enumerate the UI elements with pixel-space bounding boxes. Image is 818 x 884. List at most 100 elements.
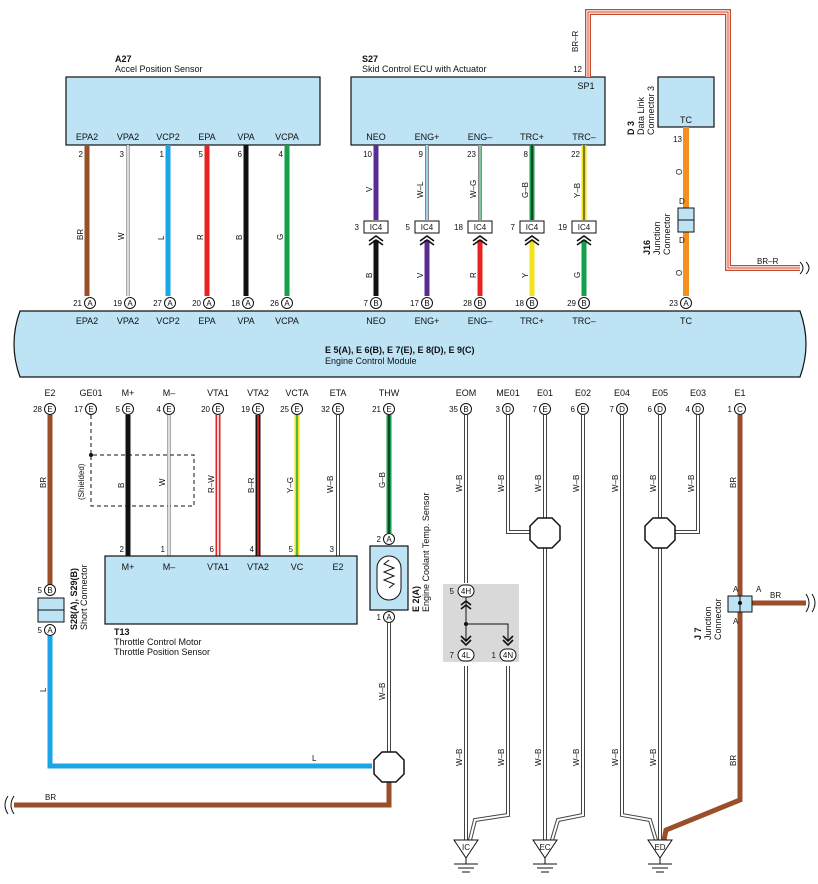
svg-text:W–B: W–B: [611, 475, 620, 492]
svg-text:7: 7: [511, 223, 516, 232]
svg-text:A: A: [245, 299, 251, 308]
svg-text:29: 29: [567, 299, 576, 308]
svg-text:B: B: [581, 299, 586, 308]
a27-num-2: 2: [79, 150, 84, 159]
resistor-icon: [382, 559, 396, 589]
svg-text:IC4: IC4: [578, 223, 591, 232]
s28-pin-b-label: B: [47, 586, 52, 595]
wire-color-w-b-e2: W–B: [378, 683, 387, 700]
svg-text:19: 19: [558, 223, 567, 232]
svg-text:3: 3: [496, 405, 501, 414]
svg-text:E: E: [255, 405, 260, 414]
wire-color-o-top: O: [675, 169, 684, 175]
ic4-connector: IC4 18: [454, 220, 493, 246]
a27-num-3: 3: [120, 150, 125, 159]
svg-text:6: 6: [648, 405, 653, 414]
wire-color-y-b: Y–B: [573, 183, 582, 198]
svg-text:ENG+: ENG+: [415, 316, 440, 326]
s27-num-23: 23: [467, 150, 476, 159]
junction-dot: [464, 622, 468, 626]
wire-break-icon: [799, 261, 810, 275]
ground-ed-label: ED: [654, 843, 665, 852]
connector-arrow-icon: [502, 635, 514, 647]
svg-text:19: 19: [241, 405, 250, 414]
svg-text:W–B: W–B: [572, 749, 581, 766]
wire-color-w-b-eta: W–B: [326, 476, 335, 493]
svg-text:VCTA: VCTA: [285, 388, 308, 398]
splice-point-icon: [529, 517, 561, 549]
svg-text:D: D: [619, 405, 625, 414]
svg-text:E: E: [125, 405, 130, 414]
t13-component: [104, 555, 358, 625]
svg-text:IC4: IC4: [526, 223, 539, 232]
wire-color-b: B: [235, 235, 244, 240]
wire-color-w-l: W–L: [416, 181, 425, 198]
t13-pin-vc: VC: [291, 562, 304, 572]
a27-pin-vcp2: VCP2: [156, 132, 180, 142]
connector-arrow-icon: [460, 635, 472, 647]
junction-4l-num: 7: [450, 651, 455, 660]
wire-color-y-lower: Y: [521, 272, 530, 278]
j7-pin-a-right: A: [756, 585, 762, 594]
svg-text:18: 18: [231, 299, 240, 308]
ecm-name: Engine Control Module: [325, 356, 417, 366]
wire-color-br: BR: [76, 229, 85, 240]
j16-pin-d-bottom: D: [679, 236, 685, 245]
d3-component: [657, 76, 715, 128]
wire-color-l-vertical: L: [39, 687, 48, 692]
wire-br-bottom: [14, 782, 392, 808]
junction-4h-num: 5: [450, 587, 455, 596]
wire-color-br-e1-lower: BR: [729, 755, 738, 766]
j7-name-line1: Junction: [703, 606, 713, 640]
t13-pin-e2: E2: [332, 562, 343, 572]
t13-num-2: 2: [120, 545, 125, 554]
a27-wire-color-labels: BR W L R B G: [76, 229, 285, 240]
svg-text:E1: E1: [734, 388, 745, 398]
svg-text:6: 6: [571, 405, 576, 414]
svg-text:D: D: [695, 405, 701, 414]
svg-text:VCP2: VCP2: [156, 316, 180, 326]
svg-text:EPA2: EPA2: [76, 316, 98, 326]
s27-pin-trc-plus: TRC+: [520, 132, 544, 142]
svg-text:W–B: W–B: [534, 749, 543, 766]
svg-text:M–: M–: [163, 388, 176, 398]
svg-text:23: 23: [669, 299, 678, 308]
a27-num-5: 5: [199, 150, 204, 159]
ground-ec: EC: [532, 839, 558, 873]
a27-num-4: 4: [279, 150, 284, 159]
e2-pin-top: [383, 533, 395, 545]
svg-text:M+: M+: [122, 388, 135, 398]
wire-color-g: G: [276, 234, 285, 240]
wire-color-w: W: [117, 232, 126, 240]
svg-text:E: E: [335, 405, 340, 414]
e2-code: E 2(A): [411, 586, 421, 612]
a27-pin-vpa: VPA: [237, 132, 254, 142]
svg-text:A: A: [206, 299, 212, 308]
ground-triangle-icon: [647, 839, 673, 859]
svg-text:GE01: GE01: [79, 388, 102, 398]
svg-text:17: 17: [410, 299, 419, 308]
wire-color-r-w: R–W: [207, 475, 216, 493]
e2-pin-top-num: 2: [377, 535, 382, 544]
svg-text:19: 19: [113, 299, 122, 308]
svg-text:E: E: [294, 405, 299, 414]
svg-text:ENG–: ENG–: [468, 316, 493, 326]
svg-text:A: A: [87, 299, 93, 308]
svg-text:C: C: [737, 405, 743, 414]
svg-text:W–B: W–B: [687, 475, 696, 492]
svg-text:E02: E02: [575, 388, 591, 398]
svg-text:A: A: [683, 299, 689, 308]
ground-ed: ED: [647, 839, 673, 873]
svg-text:W–B: W–B: [497, 749, 506, 766]
t13-num-1: 1: [161, 545, 166, 554]
wire-color-g-b: G–B: [521, 182, 530, 198]
